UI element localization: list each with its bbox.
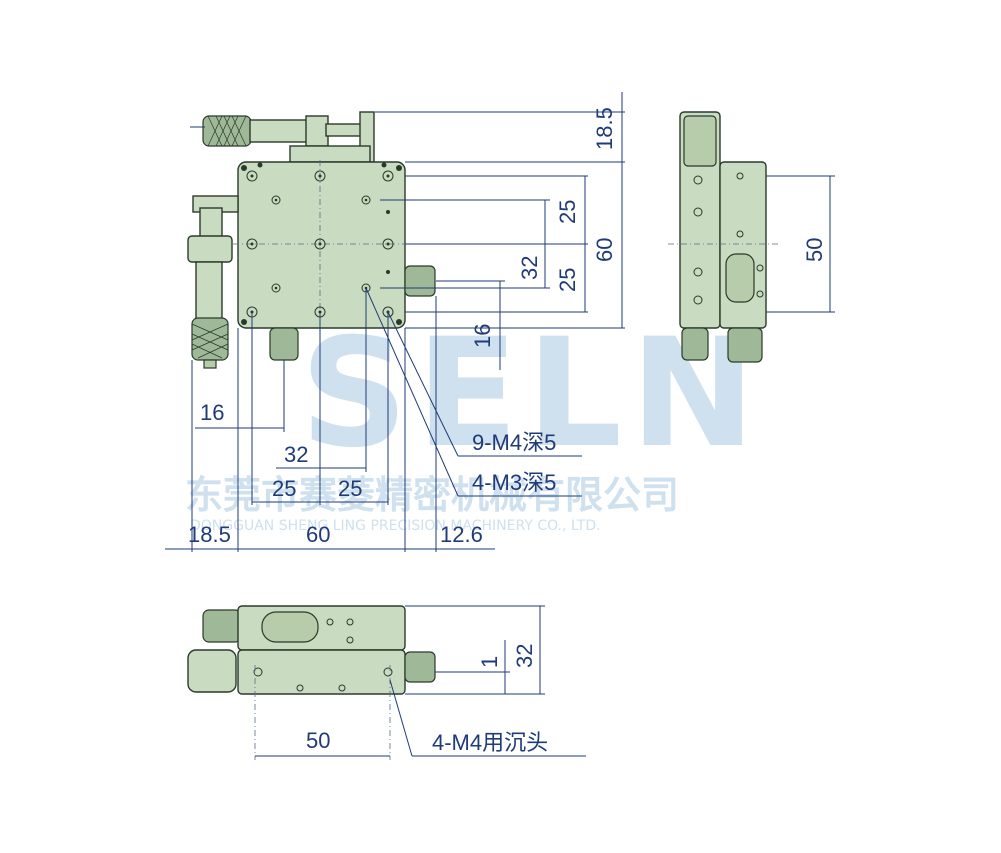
corner-screws — [241, 162, 402, 325]
front-view: 32 1 50 4-M4用沉头 — [187, 605, 586, 760]
dim-side-height-50: 50 — [802, 238, 827, 262]
dim-right-offset: 12.6 — [440, 522, 483, 547]
dim-front-width-50: 50 — [306, 728, 330, 753]
watermark: SELN 东莞市赛菱精密机械有限公司 DONGGUAN SHENG LING P… — [185, 307, 764, 534]
side-view: 50 — [668, 111, 835, 363]
callout-counterbore: 4-M4用沉头 — [432, 730, 548, 755]
dim-spacing-25-right: 25 — [338, 476, 362, 501]
front-side-knob — [187, 649, 237, 693]
callout-m4-holes: 9-M4深5 — [472, 430, 556, 455]
stage-body — [237, 161, 406, 329]
watermark-logo: SELN — [300, 307, 764, 481]
side-lock-slot — [725, 253, 755, 303]
callout-m3-holes: 4-M3深5 — [472, 470, 556, 495]
front-lower-stage — [237, 649, 406, 695]
left-clamp — [199, 207, 223, 239]
side-lower-plate — [719, 161, 767, 329]
top-micrometer-clamp — [305, 115, 329, 147]
watermark-company-cn: 东莞市赛菱精密机械有限公司 — [185, 473, 679, 517]
side-knob-right — [727, 327, 763, 363]
watermark-company-en: DONGGUAN SHENG LING PRECISION MACHINERY … — [190, 518, 601, 534]
left-micrometer-sleeve — [195, 261, 223, 321]
dim-front-height-32: 32 — [512, 644, 537, 668]
dim-knob-offset-16-vertical: 16 — [470, 324, 495, 348]
front-lock-slot — [261, 611, 319, 643]
top-view — [187, 111, 436, 369]
dim-height-60: 60 — [592, 238, 617, 262]
dim-spacing-25-lower: 25 — [555, 268, 580, 292]
m3-hole-grid — [271, 195, 390, 293]
front-right-knob — [404, 651, 436, 683]
top-mount — [289, 145, 371, 163]
top-view-dimensions: 18.5 60 25 25 32 16 16 32 25 25 18.5 60 … — [165, 92, 625, 552]
dim-spacing-25-left: 25 — [272, 476, 296, 501]
side-knob-left — [681, 327, 709, 361]
front-micrometer-knob — [202, 609, 242, 643]
dim-spacing-32-vertical: 32 — [517, 256, 542, 280]
dim-front-gap-1: 1 — [477, 656, 502, 668]
dim-spacing-25-upper: 25 — [555, 200, 580, 224]
dim-spacing-32-horizontal: 32 — [284, 442, 308, 467]
dim-top-offset: 18.5 — [592, 107, 617, 150]
dim-left-offset: 18.5 — [188, 522, 231, 547]
left-micrometer-collar — [187, 235, 233, 263]
dim-width-60: 60 — [306, 522, 330, 547]
bottom-lock-knob — [269, 327, 299, 361]
left-micrometer-knob — [191, 317, 229, 361]
knurl-pattern — [207, 115, 247, 147]
right-lock-knob — [404, 265, 436, 297]
dim-knob-offset-16-horizontal: 16 — [200, 400, 224, 425]
top-micrometer-sleeve — [249, 119, 311, 143]
